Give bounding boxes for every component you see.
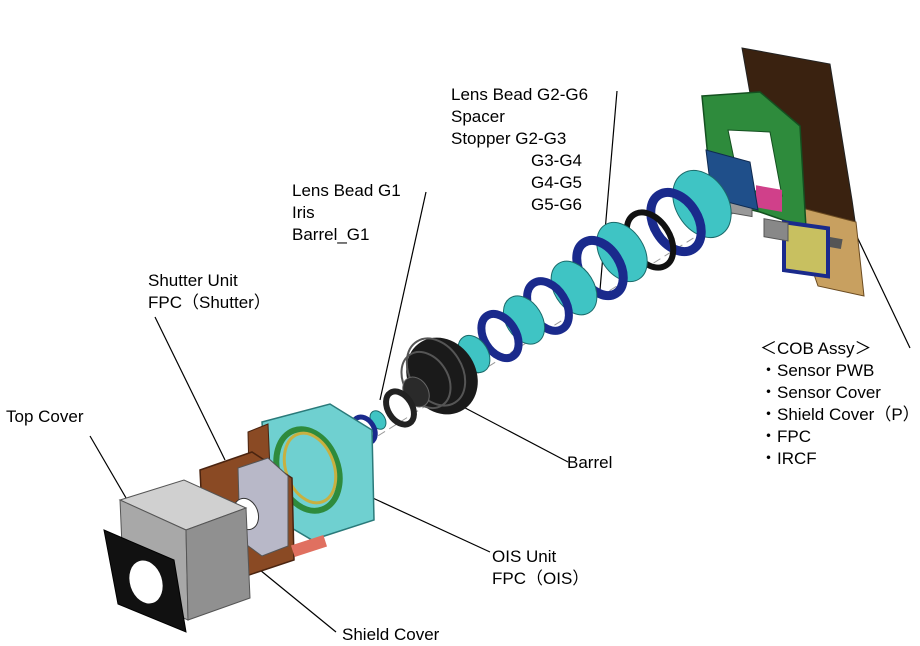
- spacer-g2g3: [477, 309, 523, 363]
- label-shutter-line-1: Shutter Unit: [148, 271, 238, 290]
- label-barrel: Barrel: [567, 452, 612, 474]
- label-g2g6: Lens Bead G2-G6 Spacer Stopper G2-G3 G3-…: [451, 84, 588, 216]
- label-ois-line-1: OIS Unit: [492, 547, 557, 566]
- label-barrel-text: Barrel: [567, 453, 613, 472]
- label-g2g6-line-5: G4-G5: [531, 173, 583, 192]
- leader-barrel: [449, 399, 569, 463]
- leader-cob: [849, 221, 911, 349]
- iris: [383, 388, 417, 428]
- label-g2g6-line-1: Lens Bead G2-G6: [451, 85, 589, 104]
- label-g1-line-2: Iris: [292, 203, 315, 222]
- label-g1: Lens Bead G1 Iris Barrel_G1: [292, 180, 401, 246]
- label-shield-cover-text: Shield Cover: [342, 625, 440, 644]
- label-shutter-line-2: FPC（Shutter）: [148, 293, 271, 312]
- label-top-cover-text: Top Cover: [6, 407, 84, 426]
- top-cover-window: [129, 560, 163, 604]
- label-shield-cover: Shield Cover: [342, 624, 439, 646]
- lens-g6: [672, 170, 732, 238]
- spacer-g5g6: [646, 187, 706, 257]
- label-ois: OIS Unit FPC（OIS）: [492, 546, 589, 590]
- label-cob-line-1: ＜COB Assy＞: [760, 339, 872, 358]
- lens-stack: [457, 170, 732, 374]
- label-g2g6-line-3: Stopper G2-G3: [451, 129, 567, 148]
- shutter-fpc-tab: [290, 535, 328, 557]
- top-cover: [103, 529, 187, 633]
- label-g2g6-line-2: Spacer: [451, 107, 505, 126]
- component-pink: [756, 185, 782, 212]
- label-top-cover: Top Cover: [6, 406, 83, 428]
- label-shutter: Shutter Unit FPC（Shutter）: [148, 270, 271, 314]
- leader-shutter: [154, 316, 226, 461]
- label-g1-line-1: Lens Bead G1: [292, 181, 401, 200]
- cob-assembly: [701, 47, 865, 297]
- component-gray-2: [763, 218, 789, 242]
- label-cob-line-2: ・Sensor PWB: [760, 361, 875, 380]
- sensor-chip: [782, 219, 830, 279]
- label-cob-line-4: ・Shield Cover（P）: [760, 405, 920, 424]
- leader-g1: [379, 191, 427, 401]
- label-cob: ＜COB Assy＞ ・Sensor PWB ・Sensor Cover ・Sh…: [760, 338, 920, 470]
- label-ois-line-2: FPC（OIS）: [492, 569, 590, 588]
- label-g1-line-3: Barrel_G1: [292, 225, 370, 244]
- leader-shield: [259, 569, 337, 633]
- label-g2g6-line-4: G3-G4: [531, 151, 583, 170]
- lens-g5: [596, 221, 648, 283]
- shield-cover-side: [185, 507, 251, 621]
- label-cob-line-3: ・Sensor Cover: [760, 383, 881, 402]
- label-cob-line-5: ・FPC: [760, 427, 811, 446]
- label-cob-line-6: ・IRCF: [760, 449, 817, 468]
- label-g2g6-line-6: G5-G6: [531, 195, 583, 214]
